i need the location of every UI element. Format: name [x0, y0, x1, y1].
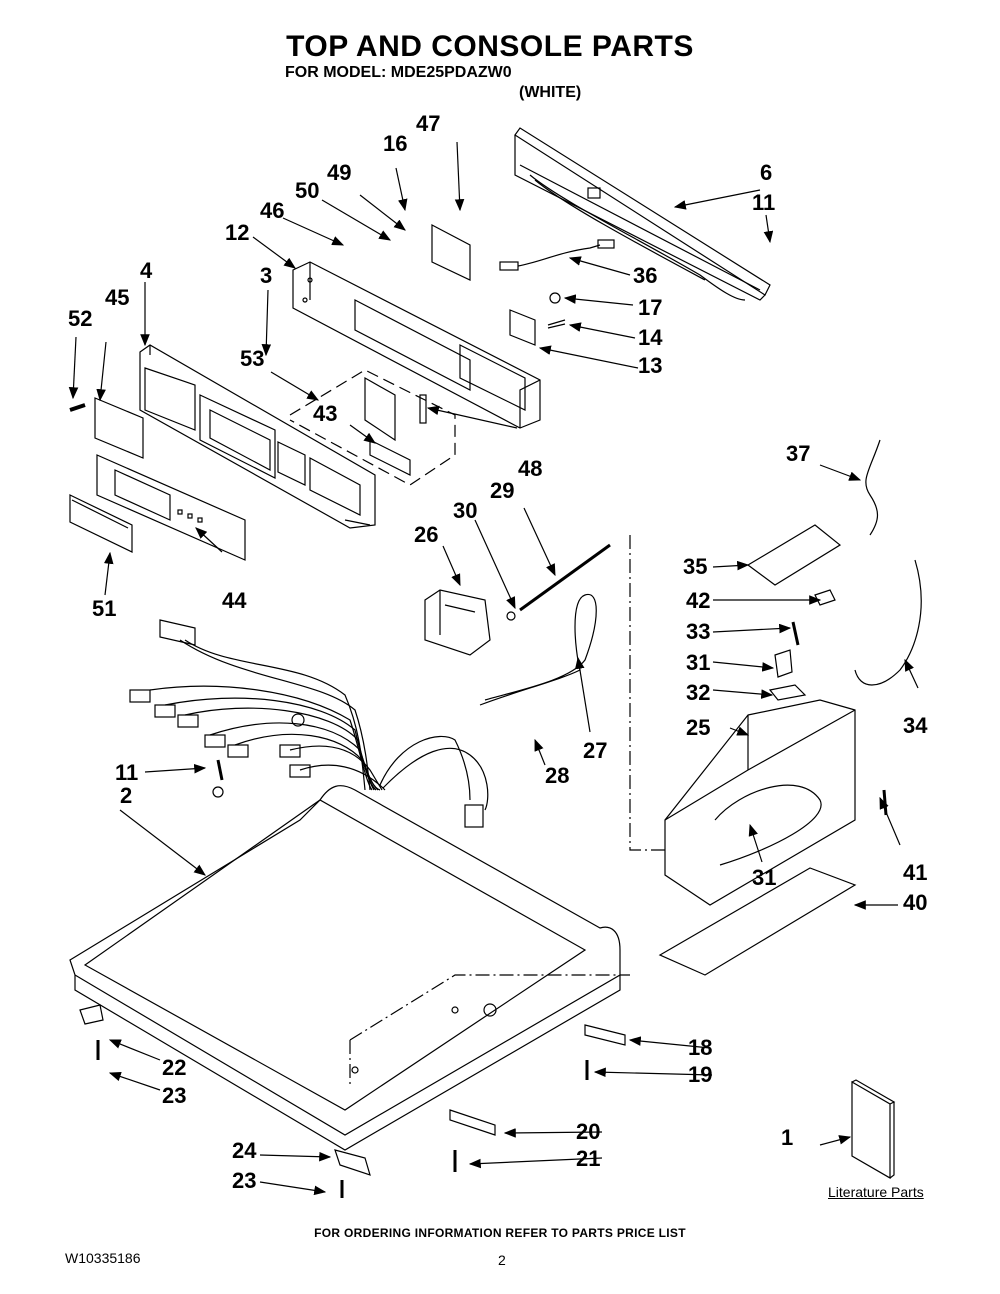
callout-27[interactable]: 27: [583, 738, 608, 763]
bracket-part-24: [334, 1149, 371, 1176]
cover-part-35: [746, 524, 842, 586]
callout-51[interactable]: 51: [92, 596, 117, 621]
callout-14[interactable]: 14: [638, 325, 663, 350]
wire-harness-part-3: [129, 619, 489, 828]
rod-part-29: [519, 543, 611, 612]
callout-13[interactable]: 13: [638, 353, 663, 378]
callout-30[interactable]: 30: [453, 498, 478, 523]
ordering-note: FOR ORDERING INFORMATION REFER TO PARTS …: [314, 1226, 686, 1240]
callout-45[interactable]: 45: [105, 285, 130, 310]
clip-part-48: [419, 394, 427, 424]
callout-25[interactable]: 25: [686, 715, 711, 740]
callout-28[interactable]: 28: [545, 763, 570, 788]
callout-53[interactable]: 53: [240, 346, 265, 371]
switch-module-part-26: [424, 589, 491, 656]
washer-part-30: [506, 611, 516, 621]
callout-22[interactable]: 22: [162, 1055, 187, 1080]
leader-arrows: [68, 141, 919, 1196]
callout-49[interactable]: 49: [327, 160, 352, 185]
page-title: TOP AND CONSOLE PARTS: [286, 30, 694, 63]
callout-31-lower[interactable]: 31: [752, 865, 777, 890]
callout-29[interactable]: 29: [490, 478, 515, 503]
bracket-part-20: [449, 1109, 496, 1136]
bracket-part-43: [369, 439, 411, 476]
callout-23-bottom[interactable]: 23: [232, 1168, 257, 1193]
kit-boundary-53: [289, 369, 456, 486]
console-frame-part-12: [292, 261, 541, 429]
callout-6[interactable]: 6: [760, 160, 773, 185]
harness-part-27: [479, 593, 597, 706]
lens-part-51: [69, 494, 133, 553]
callout-12[interactable]: 12: [225, 220, 250, 245]
callout-4[interactable]: 4: [140, 258, 153, 283]
bracket-part-42: [814, 589, 836, 606]
board-part-13: [431, 224, 566, 346]
document-number: W10335186: [65, 1250, 141, 1266]
callout-32[interactable]: 32: [686, 680, 711, 705]
callout-40[interactable]: 40: [903, 890, 928, 915]
harness-part-36: [499, 239, 615, 271]
callout-50[interactable]: 50: [295, 178, 320, 203]
callout-11-lower[interactable]: 11: [115, 760, 139, 785]
switch-part-31: [774, 649, 793, 678]
console-part-4: [139, 344, 376, 529]
callout-33[interactable]: 33: [686, 619, 711, 644]
callout-43[interactable]: 43: [313, 401, 338, 426]
callout-41[interactable]: 41: [903, 860, 928, 885]
callout-11-upper[interactable]: 11: [752, 190, 776, 215]
overlay-part-45: [94, 397, 144, 459]
screw-part-11: [212, 759, 224, 798]
callout-2[interactable]: 2: [120, 783, 133, 808]
screw-part-33: [791, 621, 800, 646]
callout-44[interactable]: 44: [222, 588, 247, 613]
console-bracket-part: [514, 127, 771, 301]
callout-17[interactable]: 17: [638, 295, 663, 320]
trim-part-44: [96, 454, 246, 561]
screw-part-52: [69, 403, 86, 412]
color-variant: (WHITE): [519, 84, 582, 101]
housing-part-25: [664, 699, 856, 906]
callout-19[interactable]: 19: [688, 1062, 713, 1087]
model-subtitle: FOR MODEL: MDE25PDAZW0: [285, 64, 512, 81]
bracket-part-18: [584, 1024, 626, 1046]
harness-part-34: [854, 559, 922, 686]
page-number: 2: [498, 1252, 506, 1268]
callout-34[interactable]: 34: [903, 713, 928, 738]
callout-46[interactable]: 46: [260, 198, 285, 223]
callout-52[interactable]: 52: [68, 306, 93, 331]
callout-3[interactable]: 3: [260, 263, 273, 288]
callout-36[interactable]: 36: [633, 263, 658, 288]
bracket-part-22: [79, 1004, 104, 1025]
plate-part-40: [658, 867, 857, 976]
main-top-part-2: [69, 785, 621, 1151]
bracket-part-32: [768, 684, 807, 701]
callout-18[interactable]: 18: [688, 1035, 713, 1060]
callout-42[interactable]: 42: [686, 588, 711, 613]
plate-part-53: [364, 376, 396, 442]
callout-47[interactable]: 47: [416, 111, 441, 136]
callout-48[interactable]: 48: [518, 456, 543, 481]
callout-31-upper[interactable]: 31: [686, 650, 711, 675]
callout-23-left[interactable]: 23: [162, 1083, 187, 1108]
callout-24[interactable]: 24: [232, 1138, 257, 1163]
callout-16[interactable]: 16: [383, 131, 408, 156]
harness-part-37: [865, 439, 881, 536]
callout-20[interactable]: 20: [576, 1119, 601, 1144]
literature-parts-label: Literature Parts: [828, 1184, 924, 1200]
callout-35[interactable]: 35: [683, 554, 708, 579]
callout-26[interactable]: 26: [414, 522, 439, 547]
callout-1[interactable]: 1: [781, 1125, 794, 1150]
callout-37[interactable]: 37: [786, 441, 811, 466]
callout-21[interactable]: 21: [576, 1146, 601, 1171]
